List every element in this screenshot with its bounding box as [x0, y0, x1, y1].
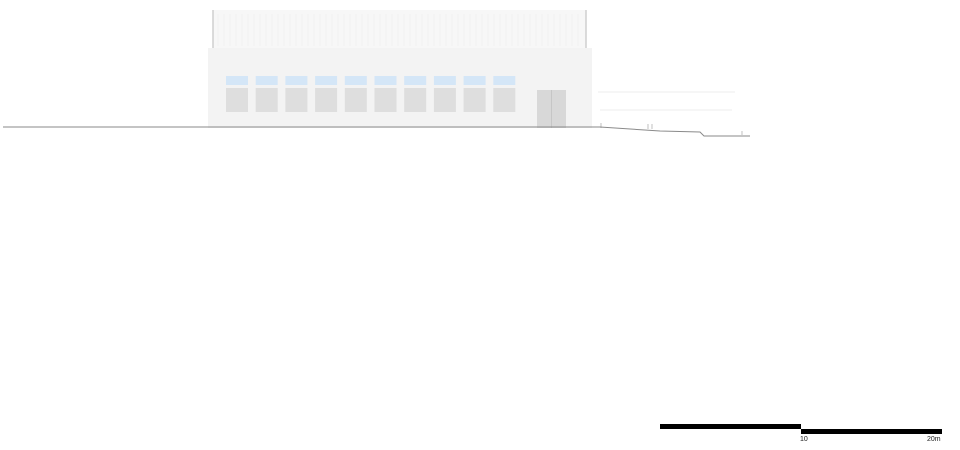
terrain-details [600, 123, 743, 135]
clerestory-window [315, 76, 338, 85]
scale-bar [660, 424, 942, 434]
scale-bar-segment-1 [660, 424, 801, 429]
clerestory-window [374, 76, 397, 85]
clerestory-window [404, 76, 427, 85]
window-panel [344, 88, 367, 112]
clerestory-window [344, 76, 367, 85]
entrance-door [537, 90, 566, 128]
window-panel [493, 88, 516, 112]
clerestory-window [285, 76, 308, 85]
window-panel [374, 88, 397, 112]
scale-label-mid: 10 [800, 436, 808, 443]
clerestory-window [433, 76, 456, 85]
window-panel [433, 88, 456, 112]
window-row [226, 88, 516, 112]
window-panel [285, 88, 308, 112]
window-panel [463, 88, 486, 112]
clerestory-row [226, 76, 516, 85]
roof-structure [212, 10, 587, 50]
background-context [598, 91, 735, 111]
window-panel [404, 88, 427, 112]
window-panel [315, 88, 338, 112]
scale-bar-segment-2 [801, 429, 942, 434]
scale-label-end: 20m [927, 436, 941, 443]
clerestory-window [493, 76, 516, 85]
window-panel [255, 88, 278, 112]
ground-line [3, 126, 750, 137]
clerestory-window [463, 76, 486, 85]
clerestory-window [255, 76, 278, 85]
window-panel [226, 88, 248, 112]
clerestory-window [226, 76, 248, 85]
roof-slats [217, 14, 579, 46]
